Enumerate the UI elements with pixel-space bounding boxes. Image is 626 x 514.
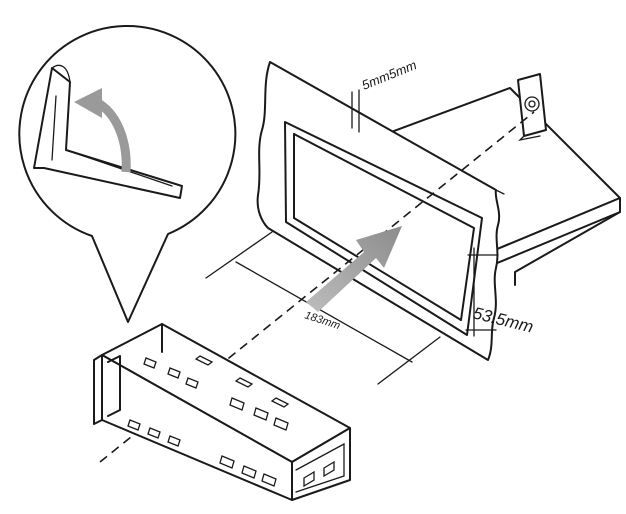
gap-label: 5mm5mm (360, 57, 419, 93)
curved-arrow-icon (74, 88, 131, 173)
sleeve-tabs (127, 355, 335, 488)
arrow-up-right-icon (306, 226, 402, 312)
width-label: 183mm (303, 309, 342, 332)
rear-mounting-bracket (517, 73, 547, 142)
dashboard-panel (256, 61, 505, 361)
radio-chassis (374, 87, 621, 286)
mounting-sleeve (93, 323, 351, 501)
tab-detail-callout (18, 24, 237, 323)
